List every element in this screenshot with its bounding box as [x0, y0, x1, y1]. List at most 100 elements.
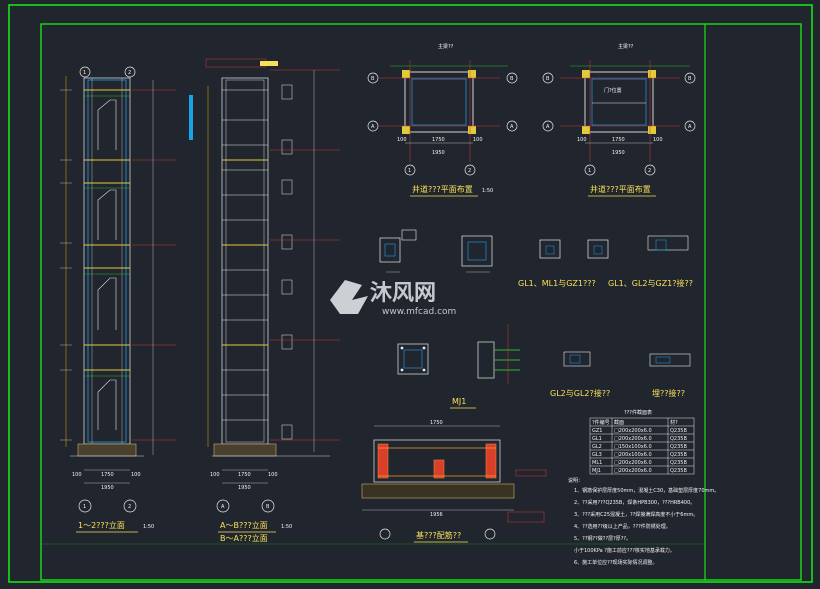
- detail-gl2-title: GL2与GL2?接??: [550, 388, 610, 398]
- foundation-title: 基???配筋??: [416, 530, 461, 540]
- elev1-dim-total: 1950: [101, 485, 114, 491]
- elevation-2-title-a: A～B???立面: [220, 520, 268, 530]
- schedule-cell: Q235B: [670, 452, 687, 458]
- elev2-dim-mid: 1750: [238, 472, 251, 478]
- elevation-1-title: 1～2???立面: [78, 520, 125, 530]
- schedule-title: ???件截面表: [624, 409, 652, 416]
- detail-gl2: GL2与GL2?接??: [550, 351, 610, 398]
- plan1-dim-left: 100: [397, 137, 407, 143]
- plan-2-title: 井道???平面布置: [590, 184, 651, 194]
- elevation-2-title-b: B～A???立面: [220, 533, 268, 543]
- notes-block: 说明： 1、钢筋保护层厚度50mm，混凝土C30，基础垫层厚度70mm。 2、??…: [568, 477, 719, 566]
- plan2-axis-2: 2: [648, 168, 651, 174]
- detail-gl1-title: GL1、ML1与GZ1???: [518, 279, 596, 288]
- watermark-brand: 沐风网: [370, 281, 436, 306]
- schedule-cell: □200x200x6.0: [614, 460, 652, 466]
- detail-gl1-gl2: GL1、GL2与GZ1?接??: [539, 235, 693, 288]
- elev1-dim-left: 100: [72, 472, 82, 478]
- plan-1-scale: 1:50: [482, 188, 493, 194]
- elev2-dim-total: 1950: [238, 485, 251, 491]
- elev1-bottom-axis-1: 1: [83, 504, 86, 510]
- schedule-header-cell: 材?: [670, 419, 678, 426]
- note-line: 6、施工单位应??现场实际情况调整。: [574, 559, 658, 566]
- detail-gl1-ml1: GL1、ML1与GZ1???: [379, 229, 596, 288]
- detail-gl1-gl2-title: GL1、GL2与GZ1?接??: [608, 278, 693, 288]
- plan1-axis-2: 2: [468, 168, 471, 174]
- schedule-cell: Q235B: [670, 428, 687, 434]
- plan2-axis-b-left: B: [546, 76, 550, 82]
- plan1-label-top: 主梁??: [438, 43, 454, 50]
- detail-mj1: MJ1: [397, 324, 520, 409]
- elev1-dim-right: 100: [131, 472, 141, 478]
- plan2-center-label: 门?位置: [604, 87, 622, 94]
- elev2-axis-b: B: [266, 504, 270, 510]
- elevation-1-drawing: 100 1750 100 1950 1 2 1 2 1～2???立面 1:50: [60, 66, 176, 533]
- detail-mj1-title: MJ1: [452, 397, 466, 406]
- plan2-label-top: 主梁??: [618, 43, 634, 50]
- schedule-cell: GL2: [592, 444, 602, 450]
- plan1-axis-a-left: A: [371, 124, 375, 130]
- plan-1-drawing: 主梁?? B A B A 100 1750 100 1950 1 2 井道???…: [367, 43, 518, 197]
- watermark-logo-icon: [330, 280, 368, 314]
- plan2-axis-b-right: B: [688, 76, 692, 82]
- elev2-axis-a: A: [221, 504, 225, 510]
- plan-1-title: 井道???平面布置: [412, 184, 473, 194]
- elev1-top-axis-2: 2: [128, 70, 131, 76]
- note-line: 5、??钢??做??层?厚??。: [574, 535, 631, 542]
- plan2-dim-left: 100: [577, 137, 587, 143]
- schedule-header-cell: 截面: [614, 419, 624, 426]
- plan1-dim-mid: 1750: [432, 137, 445, 143]
- note-line: 2、??采用???Q235B，焊条HPB300，???HRB400。: [574, 499, 695, 506]
- note-line: 小于100KPa ?施工前应???核实地基承载力。: [574, 547, 675, 554]
- elev1-dim-mid: 1750: [101, 472, 114, 478]
- schedule-cell: Q235B: [670, 468, 687, 474]
- plan1-axis-b-left: B: [371, 76, 375, 82]
- detail-anchor: 埋??接??: [649, 353, 691, 398]
- schedule-cell: MJ1: [592, 468, 601, 474]
- schedule-cell: GZ1: [592, 428, 602, 434]
- schedule-cell: Q235B: [670, 436, 687, 442]
- plan1-dim-total: 1950: [432, 150, 445, 156]
- schedule-cell: □200x200x6.0: [614, 436, 652, 442]
- plan1-axis-1: 1: [408, 168, 411, 174]
- elevation-1-scale: 1:50: [143, 524, 154, 530]
- elev1-top-axis-1: 1: [83, 70, 86, 76]
- drawing-border: [8, 4, 813, 583]
- schedule-header-cell: ?件编号: [592, 419, 610, 426]
- plan2-axis-1: 1: [588, 168, 591, 174]
- notes-heading: 说明：: [568, 477, 583, 484]
- note-line: 1、钢筋保护层厚度50mm，混凝土C30，基础垫层厚度70mm。: [574, 487, 719, 494]
- plan1-dim-right: 100: [473, 137, 483, 143]
- plan2-dim-mid: 1750: [612, 137, 625, 143]
- watermark-url: www.mfcad.com: [382, 307, 456, 317]
- plan-2-drawing: 主梁?? 门?位置 B A B A 100 1750 100 1950 1 2 …: [542, 43, 696, 197]
- elevation-2-drawing: 100 1750 100 1950 A B A～B???立面 1:50 B～A?…: [189, 58, 340, 543]
- plan1-axis-b-right: B: [510, 76, 514, 82]
- watermark: 沐风网 www.mfcad.com: [330, 280, 456, 317]
- schedule-cell: GL3: [592, 452, 602, 458]
- schedule-cell: □150x100x6.0: [614, 444, 652, 450]
- elev2-dim-left: 100: [210, 472, 220, 478]
- schedule-cell: Q235B: [670, 460, 687, 466]
- foundation-detail: 1750 1956 基???配筋??: [361, 420, 547, 543]
- schedule-cell: □200x200x6.0: [614, 428, 652, 434]
- schedule-cell: ML1: [592, 460, 602, 466]
- elev2-dim-right: 100: [268, 472, 278, 478]
- elevation-2-scale: 1:50: [281, 524, 292, 530]
- schedule-cell: □200x100x6.0: [614, 452, 652, 458]
- plan1-axis-a-right: A: [510, 124, 514, 130]
- plan2-axis-a-right: A: [688, 124, 692, 130]
- note-line: 3、???采用C25混凝土，??焊接满焊高度不小于6mm。: [574, 511, 698, 518]
- plan2-dim-total: 1950: [612, 150, 625, 156]
- schedule-cell: Q235B: [670, 444, 687, 450]
- foundation-dim-bottom: 1956: [430, 512, 443, 518]
- foundation-dim-top: 1750: [430, 420, 443, 426]
- schedule-cell: □200x200x6.0: [614, 468, 652, 474]
- plan2-dim-right: 100: [653, 137, 663, 143]
- schedule-cell: GL1: [592, 436, 602, 442]
- detail-anchor-title: 埋??接??: [652, 388, 685, 398]
- note-line: 4、??选用??级以上产品，???件防锈处理。: [574, 523, 671, 530]
